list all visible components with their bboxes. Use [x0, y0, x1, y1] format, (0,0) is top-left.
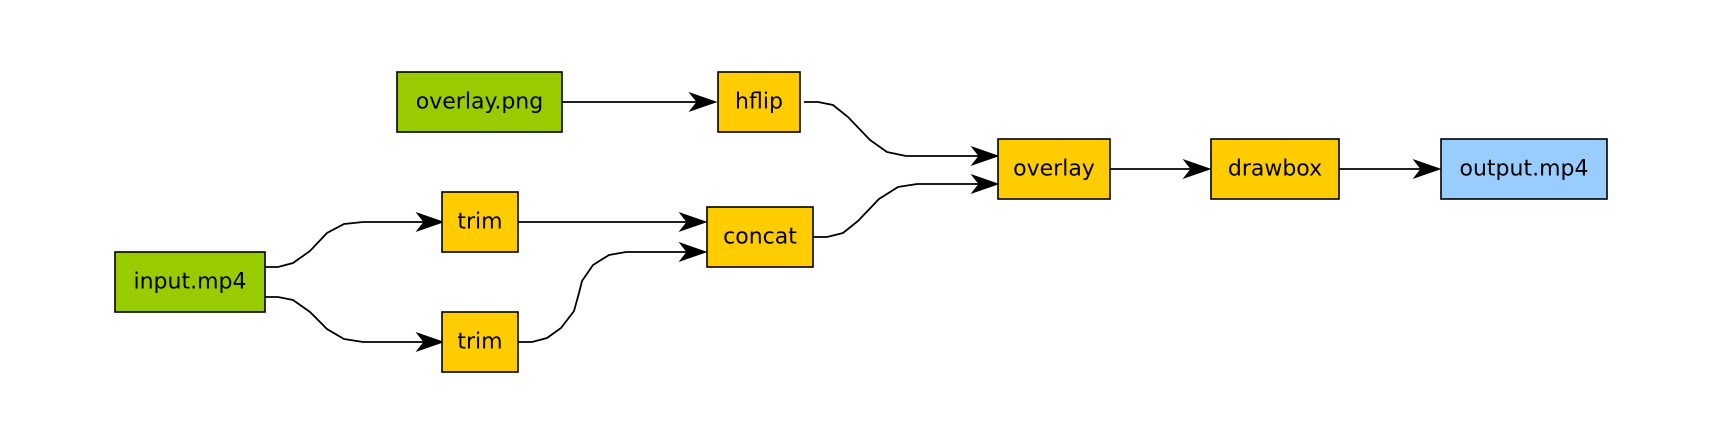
node-input-mp4-box — [114, 251, 266, 313]
node-output-mp4-box — [1440, 138, 1608, 200]
node-overlay-box — [997, 138, 1111, 200]
edge-overlay-png-to-hflip — [562, 91, 718, 113]
node-trim-bottom-label: trim — [457, 330, 502, 355]
edge-input-to-trim-top — [265, 211, 445, 268]
node-overlay-png[interactable]: overlay.png — [396, 71, 563, 133]
node-hflip-box — [717, 71, 801, 133]
node-output-mp4[interactable]: output.mp4 — [1440, 138, 1608, 200]
node-overlay-png-box — [396, 71, 563, 133]
node-concat[interactable]: concat — [706, 206, 814, 268]
node-overlay-png-label: overlay.png — [416, 90, 543, 115]
node-drawbox[interactable]: drawbox — [1210, 138, 1340, 200]
edge-input-to-trim-bottom — [265, 296, 445, 353]
node-input-mp4-label: input.mp4 — [134, 270, 247, 295]
edge-concat-to-overlay — [813, 173, 1000, 238]
node-overlay[interactable]: overlay — [997, 138, 1111, 200]
node-trim-top[interactable]: trim — [441, 191, 519, 253]
node-trim-top-box — [441, 191, 519, 253]
node-input-mp4[interactable]: input.mp4 — [114, 251, 266, 313]
node-trim-top-label: trim — [457, 210, 502, 235]
node-trim-bottom[interactable]: trim — [441, 311, 519, 373]
node-concat-label: concat — [723, 225, 797, 250]
edge-trim-top-to-concat — [518, 211, 708, 233]
node-hflip-label: hflip — [735, 90, 783, 115]
edge-trim-bottom-to-concat — [518, 241, 708, 343]
edge-hflip-to-overlay — [804, 101, 1000, 167]
node-output-mp4-label: output.mp4 — [1460, 157, 1589, 182]
node-trim-bottom-box — [441, 311, 519, 373]
edge-drawbox-to-output — [1339, 158, 1442, 180]
node-overlay-label: overlay — [1013, 157, 1095, 182]
node-drawbox-box — [1210, 138, 1340, 200]
node-hflip[interactable]: hflip — [717, 71, 801, 133]
node-concat-box — [706, 206, 814, 268]
node-drawbox-label: drawbox — [1228, 157, 1322, 182]
edge-overlay-to-drawbox — [1110, 158, 1212, 180]
